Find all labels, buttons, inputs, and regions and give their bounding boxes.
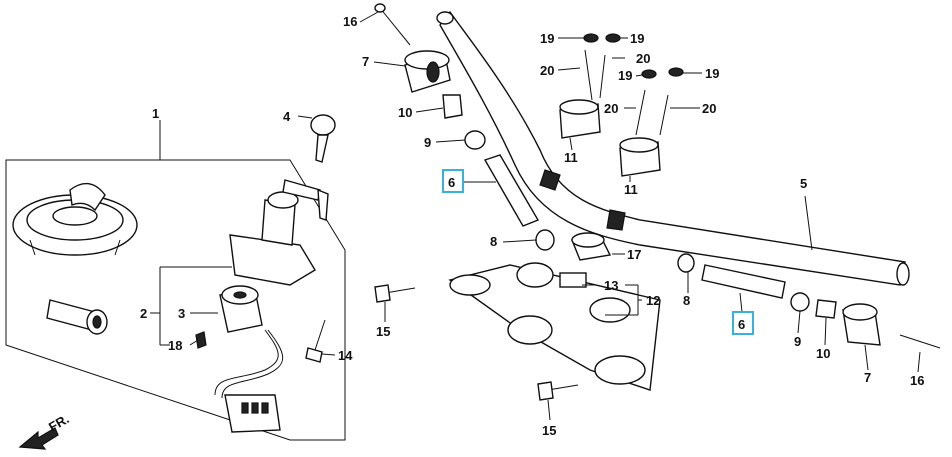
label-19-a: 19 [540, 31, 554, 46]
label-20-a: 20 [540, 63, 554, 78]
label-12: 12 [646, 293, 660, 308]
label-19-d: 19 [705, 66, 719, 81]
left-grip-parts [374, 3, 612, 261]
label-7-left: 7 [362, 54, 369, 69]
arrow-left-icon [18, 427, 59, 450]
label-11-top: 11 [564, 150, 578, 165]
ignition-switch-part [229, 179, 329, 286]
label-3: 3 [178, 306, 185, 321]
front-direction-indicator: FR. [18, 411, 72, 450]
label-11-bottom: 11 [624, 182, 638, 197]
bolt-15-parts [374, 284, 579, 401]
label-6-left: 6 [448, 175, 455, 190]
handlebar-part [436, 10, 910, 286]
label-9-right: 9 [794, 334, 801, 349]
key-part [310, 114, 336, 163]
label-10-right: 10 [816, 346, 830, 361]
top-bridge-part [448, 262, 661, 391]
key-cylinder-part [219, 285, 263, 333]
highlight-box-right-6 [732, 311, 754, 335]
label-16-left: 16 [343, 14, 357, 29]
leader-lines [150, 11, 921, 421]
label-15-left: 15 [376, 324, 390, 339]
label-19-b: 19 [630, 31, 644, 46]
label-20-b: 20 [636, 51, 650, 66]
label-18: 18 [168, 338, 182, 353]
screw-14-part [305, 319, 326, 363]
label-4: 4 [283, 109, 291, 124]
label-7-right: 7 [864, 370, 871, 385]
label-17: 17 [627, 247, 641, 262]
label-9-left: 9 [424, 135, 431, 150]
wire-harness-part [214, 329, 284, 433]
holder-parts [559, 33, 684, 177]
screw-18-part [195, 331, 207, 349]
seat-lock-part [46, 299, 108, 335]
label-2: 2 [140, 306, 147, 321]
lock-set-group [5, 114, 346, 441]
label-19-c: 19 [618, 68, 632, 83]
label-1: 1 [152, 106, 159, 121]
label-13: 13 [604, 278, 618, 293]
label-16-right: 16 [910, 373, 924, 388]
label-14: 14 [338, 348, 353, 363]
fuel-cap-part [12, 182, 138, 256]
label-10-left: 10 [398, 105, 412, 120]
label-20-c: 20 [604, 101, 618, 116]
right-grip-parts [677, 253, 941, 349]
label-5: 5 [800, 176, 807, 191]
highlight-box-left-6 [442, 169, 464, 193]
label-6-right: 6 [738, 317, 745, 332]
part-labels: 1 2 3 4 5 6 6 7 7 8 8 9 9 10 10 11 11 12… [140, 14, 924, 438]
label-8-right: 8 [683, 293, 690, 308]
label-8-left: 8 [490, 234, 497, 249]
label-20-d: 20 [702, 101, 716, 116]
label-15-bottom: 15 [542, 423, 556, 438]
